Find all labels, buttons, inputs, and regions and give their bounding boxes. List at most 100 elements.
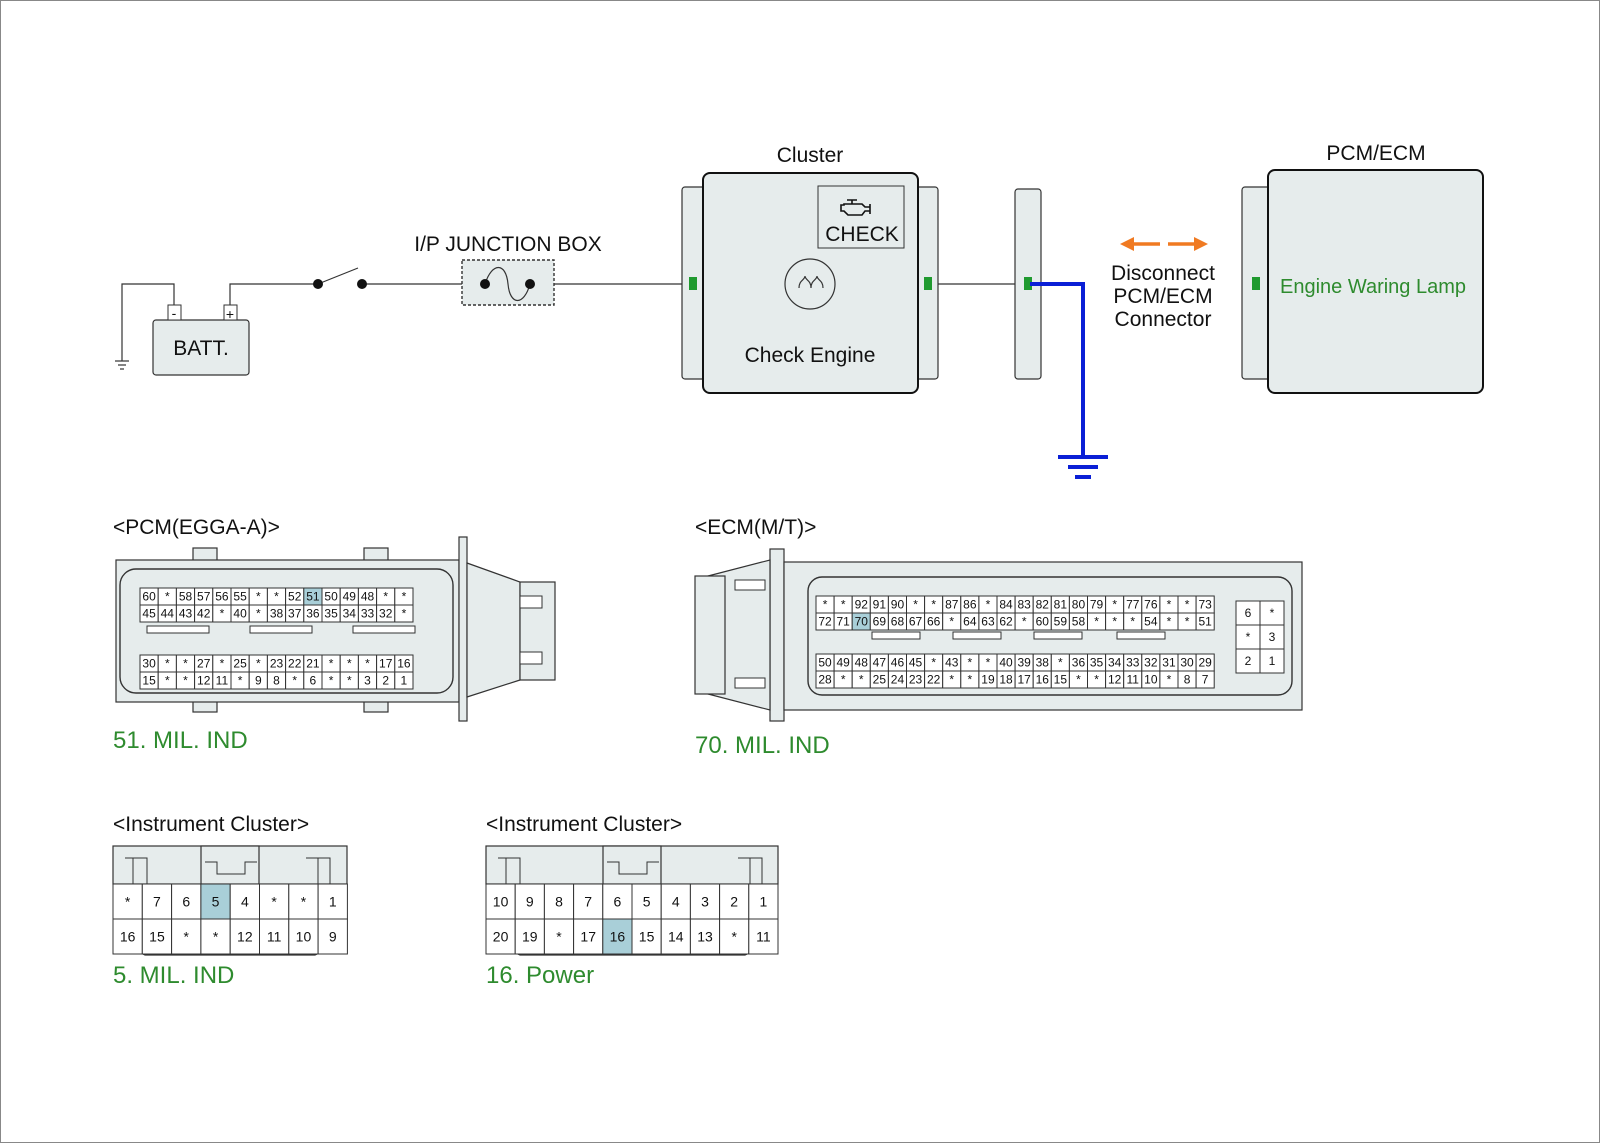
pin-number: 2 xyxy=(1245,654,1252,668)
pin-number: 1 xyxy=(401,674,408,688)
pin-number: 23 xyxy=(909,673,923,687)
pin-number: 37 xyxy=(288,607,302,621)
pin-number: 16 xyxy=(610,929,626,945)
pin-number: 16 xyxy=(397,657,411,671)
pin-number: * xyxy=(1246,630,1251,644)
pin-number: * xyxy=(329,674,334,688)
cluster2-note: 16. Power xyxy=(486,962,594,989)
pin-number: 38 xyxy=(270,607,284,621)
pin-number: 49 xyxy=(343,590,357,604)
pin-number: 15 xyxy=(1054,673,1068,687)
pin-number: 10 xyxy=(296,929,312,945)
pin-number: 34 xyxy=(343,607,357,621)
pin-number: * xyxy=(1130,615,1135,629)
pin-number: 82 xyxy=(1036,598,1050,612)
pin-number: 2 xyxy=(730,894,738,910)
pin-number: * xyxy=(183,674,188,688)
pin-number: * xyxy=(841,673,846,687)
pin-number: 13 xyxy=(697,929,713,945)
pin-number: 79 xyxy=(1090,598,1104,612)
pcm-ecm-block: PCM/ECM Engine Waring Lamp xyxy=(1241,142,1484,394)
pin-cell xyxy=(200,918,231,955)
pin-number: 11 xyxy=(267,929,282,945)
pin-number: 43 xyxy=(945,656,959,670)
pin-number: * xyxy=(238,674,243,688)
pin-number: 4 xyxy=(241,894,249,910)
pcm-connector-title: <PCM(EGGA-A)> xyxy=(113,516,280,539)
pin-number: 32 xyxy=(379,607,393,621)
pin-number: 12 xyxy=(197,674,211,688)
pin-number: 46 xyxy=(891,656,905,670)
pin-number: 44 xyxy=(161,607,175,621)
pin-number: 27 xyxy=(197,657,211,671)
pin-number: 40 xyxy=(999,656,1013,670)
pin-number: 7 xyxy=(153,894,161,910)
pin-marker xyxy=(924,277,932,290)
ground-symbol-battery xyxy=(115,360,129,370)
ground-wire xyxy=(1030,282,1085,457)
pin-number: * xyxy=(220,657,225,671)
pin-number: 8 xyxy=(555,894,563,910)
pin-number: 4 xyxy=(672,894,680,910)
pin-number: 42 xyxy=(197,607,211,621)
pin-number: * xyxy=(1094,673,1099,687)
pin-cell xyxy=(141,918,173,955)
pin-cell xyxy=(394,604,414,623)
check-engine-label: Check Engine xyxy=(745,344,876,367)
pin-number: * xyxy=(1076,673,1081,687)
pin-number: * xyxy=(931,598,936,612)
pin-number: 11 xyxy=(756,929,771,945)
pin-number: 52 xyxy=(288,590,302,604)
pin-number: * xyxy=(402,590,407,604)
battery-minus-sign: - xyxy=(172,305,177,321)
pin-number: 45 xyxy=(909,656,923,670)
pin-number: * xyxy=(365,657,370,671)
pin-cell xyxy=(1195,670,1215,689)
pin-number: * xyxy=(986,656,991,670)
pin-number: * xyxy=(329,657,334,671)
pin-cell xyxy=(1259,648,1285,674)
pin-number: 83 xyxy=(1017,598,1031,612)
pin-number: 16 xyxy=(120,929,136,945)
pin-number: 6 xyxy=(1245,606,1252,620)
pin-number: 77 xyxy=(1126,598,1140,612)
pin-number: * xyxy=(271,894,277,910)
ground-symbol xyxy=(1058,455,1108,479)
pin-cell xyxy=(719,918,750,955)
cluster1-title: <Instrument Cluster> xyxy=(113,813,309,836)
pin-number: 9 xyxy=(255,674,262,688)
pin-number: 33 xyxy=(361,607,375,621)
pin-number: * xyxy=(165,657,170,671)
pin-number: 66 xyxy=(927,615,941,629)
pin-number: 86 xyxy=(963,598,977,612)
pin-cell xyxy=(394,671,414,690)
pin-number: 9 xyxy=(329,929,337,945)
pin-number: 11 xyxy=(216,674,229,688)
pin-number: 10 xyxy=(493,894,509,910)
pin-cell xyxy=(602,883,633,920)
battery-label: BATT. xyxy=(173,337,229,360)
pin-cell xyxy=(1259,600,1285,626)
pin-number: * xyxy=(841,598,846,612)
pin-number: 8 xyxy=(273,674,280,688)
pin-number: 60 xyxy=(142,590,156,604)
pcm-ecm-title: PCM/ECM xyxy=(1326,142,1425,165)
pin-number: 38 xyxy=(1036,656,1050,670)
pin-number: 70 xyxy=(855,615,869,629)
pin-cell xyxy=(1259,624,1285,650)
pin-number: * xyxy=(220,607,225,621)
pin-number: * xyxy=(1058,656,1063,670)
disconnect-line-3: Connector xyxy=(1115,308,1212,331)
ecm-note: 70. MIL. IND xyxy=(695,732,830,759)
pin-number: 35 xyxy=(1090,656,1104,670)
pin-number: 20 xyxy=(493,929,509,945)
pin-number: 19 xyxy=(522,929,538,945)
pin-number: * xyxy=(165,674,170,688)
pin-number: * xyxy=(823,598,828,612)
pin-number: 55 xyxy=(233,590,247,604)
